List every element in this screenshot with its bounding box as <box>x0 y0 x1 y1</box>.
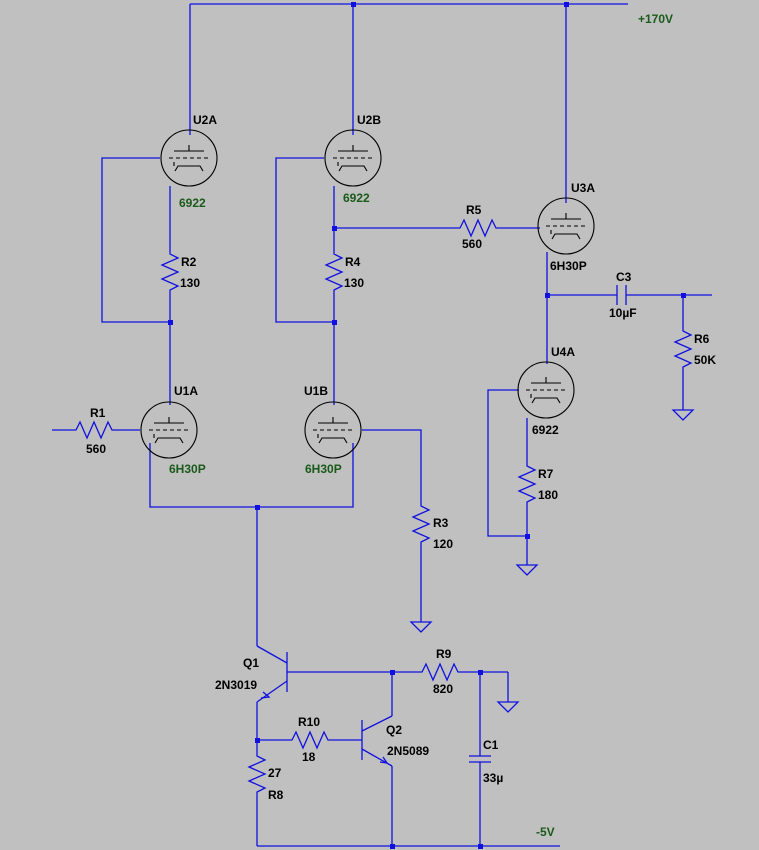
resistor-ref: R2 <box>181 255 197 269</box>
resistor-value: 50K <box>694 353 716 367</box>
tube-u3a: U3A 6H30P <box>537 181 595 273</box>
transistor-part: 2N5089 <box>387 744 429 758</box>
resistor-ref: R6 <box>694 332 710 346</box>
resistor-ref: R1 <box>90 406 106 420</box>
resistor-r4: R4 130 <box>325 247 364 297</box>
net-label-vplus: +170V <box>638 12 673 26</box>
capacitor-ref: C3 <box>616 270 632 284</box>
capacitor-ref: C1 <box>483 738 499 752</box>
resistor-r8: 27 R8 <box>248 749 284 802</box>
tube-part: 6922 <box>179 196 206 210</box>
resistor-ref: R3 <box>433 516 449 530</box>
tube-part: 6H30P <box>305 462 342 476</box>
tube-part: 6922 <box>532 423 559 437</box>
wires <box>52 3 712 847</box>
transistor-ref: Q2 <box>386 723 402 737</box>
capacitor-c3: C3 10µF <box>609 270 637 320</box>
transistor-ref: Q1 <box>243 656 259 670</box>
tube-u2b: U2B 6922 <box>324 113 382 205</box>
resistor-r9: R9 820 <box>415 647 465 696</box>
capacitor-value: 10µF <box>609 306 637 320</box>
tube-ref: U1A <box>174 384 198 398</box>
tube-part: 6H30P <box>550 259 587 273</box>
tube-ref: U3A <box>571 181 595 195</box>
resistor-value: 27 <box>268 766 282 780</box>
resistor-r2: R2 130 <box>161 247 200 297</box>
tube-u4a: U4A 6922 <box>517 345 575 437</box>
resistor-value: 180 <box>538 488 558 502</box>
resistor-r10: R10 18 <box>285 715 335 764</box>
resistor-ref: R8 <box>268 788 284 802</box>
resistor-ref: R7 <box>538 467 554 481</box>
resistor-ref: R9 <box>436 647 452 661</box>
tube-ref: U4A <box>551 345 575 359</box>
resistor-r5: R5 560 <box>453 203 503 251</box>
resistor-r6: R6 50K <box>674 324 716 374</box>
resistor-value: 120 <box>433 537 453 551</box>
resistor-r7: R7 180 <box>518 459 558 509</box>
tube-u2a: U2A 6922 <box>160 113 218 210</box>
resistor-value: 130 <box>180 276 200 290</box>
resistor-value: 560 <box>462 237 482 251</box>
tube-part: 6H30P <box>169 462 206 476</box>
junctions <box>168 2 686 849</box>
tube-ref: U1B <box>304 384 328 398</box>
transistor-q2: Q2 2N5089 <box>361 715 429 767</box>
capacitor-value: 33µ <box>483 771 503 785</box>
resistor-ref: R10 <box>298 715 320 729</box>
resistor-r3: R3 120 <box>412 499 453 551</box>
tube-ref: U2B <box>357 113 381 127</box>
resistor-value: 18 <box>302 750 316 764</box>
resistor-ref: R4 <box>345 255 361 269</box>
resistor-ref: R5 <box>466 203 482 217</box>
tube-ref: U2A <box>193 113 217 127</box>
resistor-value: 130 <box>344 276 364 290</box>
resistor-value: 560 <box>86 442 106 456</box>
resistor-r1: R1 560 <box>69 406 119 456</box>
resistor-value: 820 <box>433 682 453 696</box>
tube-u1a: U1A 6H30P <box>140 384 206 476</box>
tube-part: 6922 <box>343 191 370 205</box>
tube-u1b: U1B 6H30P <box>304 384 362 476</box>
net-label-vminus: -5V <box>536 825 555 839</box>
transistor-part: 2N3019 <box>215 678 257 692</box>
transistor-q1: Q1 2N3019 <box>215 645 288 703</box>
capacitor-c1: C1 33µ <box>469 738 503 785</box>
